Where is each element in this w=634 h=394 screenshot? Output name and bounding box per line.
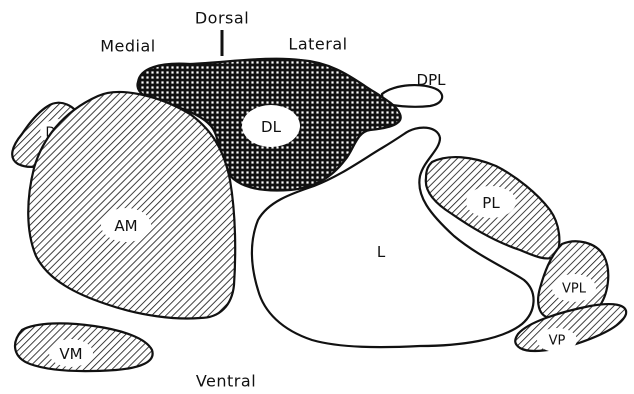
label-am: AM [114, 217, 137, 235]
label-vm: VM [59, 345, 82, 363]
label-vp: VP [549, 334, 566, 349]
label-dpl: DPL [417, 71, 447, 89]
dorsal-label: Dorsal [195, 9, 249, 28]
label-vpl: VPL [562, 282, 587, 297]
region-am [28, 92, 235, 318]
label-dl: DL [261, 118, 282, 136]
label-l: L [377, 243, 386, 261]
ventral-label: Ventral [196, 372, 256, 391]
medial-label: Medial [100, 37, 156, 56]
lateral-label: Lateral [288, 35, 347, 54]
label-pl: PL [482, 194, 500, 212]
